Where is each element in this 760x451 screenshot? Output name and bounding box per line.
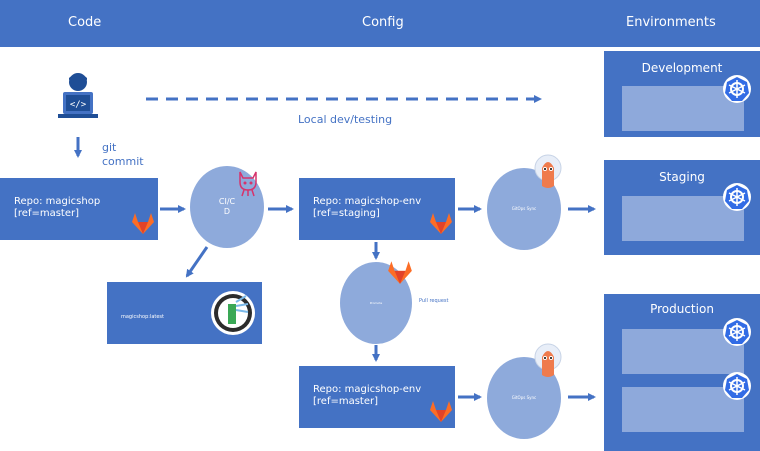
- column-title-config: Config: [362, 15, 404, 30]
- env-staging-cluster: [622, 196, 744, 241]
- cicd-label-line1: CI/C: [218, 197, 236, 206]
- promote-label: Promote: [369, 301, 383, 305]
- app-repo-ref: [ref=master]: [14, 208, 80, 219]
- kubernetes-icon: [722, 317, 752, 347]
- image-label: magicshop:latest: [121, 314, 164, 320]
- env-production-cluster-2: [622, 387, 744, 432]
- local-dev-label: Local dev/testing: [298, 113, 393, 126]
- column-title-environments: Environments: [626, 15, 716, 30]
- cicd-node: CI/C D: [190, 166, 264, 248]
- gitlab-icon: [428, 398, 454, 424]
- git-commit-label: git commit: [102, 141, 144, 169]
- gitops-sync-staging-label: GitOps Sync: [511, 206, 537, 211]
- gitlab-icon: [428, 210, 454, 236]
- app-repo-name: Repo: magicshop: [14, 196, 101, 207]
- git-commit-line1: git: [102, 141, 117, 154]
- cicd-label-line2: D: [223, 207, 231, 216]
- column-title-code: Code: [68, 15, 102, 30]
- env-staging-title: Staging: [659, 170, 705, 184]
- cicd-to-image-arrow: [185, 246, 209, 278]
- env-production-title: Production: [650, 302, 714, 316]
- env-repo-master-ref: [ref=master]: [313, 396, 379, 407]
- kubernetes-icon: [722, 371, 752, 401]
- git-commit-line2: commit: [102, 155, 144, 168]
- gitops-sync-prod-label: GitOps Sync: [511, 395, 537, 400]
- env-repo-staging-ref: [ref=staging]: [313, 208, 380, 219]
- developer-laptop-icon: </>: [58, 70, 98, 122]
- kubernetes-icon: [722, 74, 752, 104]
- argo-icon: [534, 343, 562, 387]
- env-repo-staging-name: Repo: magicshop-env: [313, 196, 422, 207]
- container-registry-icon: [210, 290, 256, 336]
- header-bar: [0, 0, 760, 47]
- kubernetes-icon: [722, 182, 752, 212]
- argo-icon: [534, 154, 562, 198]
- gitlab-icon: [386, 258, 414, 286]
- pull-request-label: Pull request: [419, 298, 449, 304]
- env-repo-master-name: Repo: magicshop-env: [313, 384, 422, 395]
- octocat-icon: [234, 168, 262, 198]
- app-repo-box: Repo: magicshop [ref=master]: [0, 178, 158, 240]
- env-repo-staging-box: Repo: magicshop-env [ref=staging]: [299, 178, 455, 240]
- env-production-cluster-1: [622, 329, 744, 374]
- env-development-title: Development: [641, 61, 723, 75]
- env-development-cluster: [622, 86, 744, 131]
- gitlab-icon: [130, 210, 156, 236]
- env-repo-master-box: Repo: magicshop-env [ref=master]: [299, 366, 455, 428]
- svg-text:</>: </>: [70, 100, 87, 110]
